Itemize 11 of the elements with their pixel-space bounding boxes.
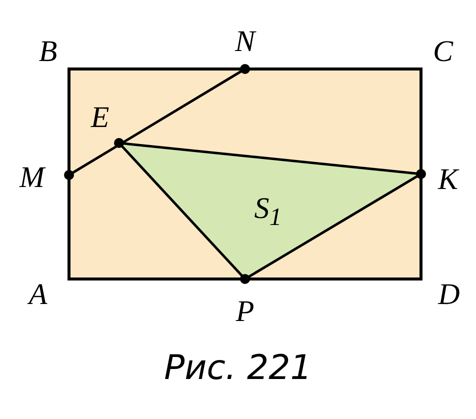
point-label: P [236, 297, 254, 327]
figure-caption: Рис. 221 [163, 350, 313, 388]
point-label: S$_{1}$ [254, 194, 282, 230]
point-label: D [438, 280, 460, 310]
point-label: K [438, 165, 458, 195]
point-label: E [90, 103, 110, 133]
point-label: A [28, 280, 48, 310]
point-label: B [38, 37, 58, 67]
point-label: C [433, 37, 453, 67]
point-label: M [20, 163, 44, 193]
point-label: N [235, 27, 255, 57]
